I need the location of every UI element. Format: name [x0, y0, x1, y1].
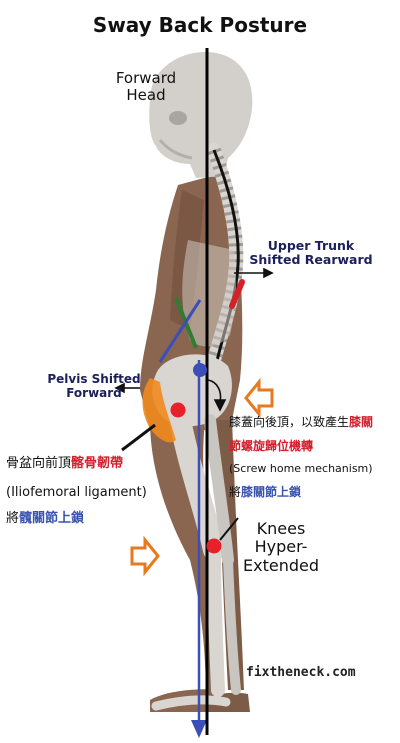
right-note-line1: 膝蓋向後頂，以致產生膝關 [229, 415, 374, 430]
forward-head-label: Forward Head [106, 69, 186, 105]
left-note-line3-highlight: 髖關節上鎖 [19, 511, 85, 526]
page-title: Sway Back Posture [92, 13, 308, 37]
leader-lines [114, 267, 274, 541]
pelvis-label-line1: Pelvis Shifted [47, 372, 141, 386]
knees-label-line2: Hyper- [254, 537, 308, 557]
pelvis-label: Pelvis Shifted Forward [46, 372, 142, 401]
right-note-line3: (Screw home mechanism) [229, 462, 373, 475]
upper-trunk-label-line2: Shifted Rearward [249, 252, 373, 268]
pelvis-label-line2: Forward [66, 385, 122, 400]
left-note-line1-highlight: 髂骨韌帶 [71, 456, 124, 471]
hip-joint-dot [170, 402, 186, 418]
skull [149, 52, 253, 178]
knee-push-arrow-right [130, 535, 160, 577]
watermark-text: fixtheneck.com [246, 665, 356, 680]
left-note-line3-plain: 將 [6, 511, 20, 526]
upper-trunk-label: Upper Trunk Shifted Rearward [248, 238, 374, 268]
right-note-line4-highlight: 膝關節上鎖 [241, 485, 302, 499]
knee-joint-dot [206, 538, 222, 554]
hip-flexor-blue [158, 299, 202, 363]
forward-head-label-line2: Head [126, 86, 166, 105]
lumbar-dot [193, 363, 207, 377]
upper-back-muscle-red [229, 279, 245, 309]
right-note-line2: 節螺旋歸位機轉 [229, 439, 314, 453]
right-note-line1-highlight: 膝關 [349, 415, 374, 429]
leg-bones [151, 409, 241, 711]
left-note-line1-plain: 骨盆向前頂 [6, 456, 72, 471]
left-note-line2: (Iliofemoral ligament) [6, 485, 147, 500]
knees-label-line1: Knees [256, 519, 306, 538]
pelvis-push-arrow-left [244, 377, 274, 419]
right-note-line4-plain: 將 [229, 485, 242, 499]
right-note-line4: 將膝關節上鎖 [229, 485, 302, 500]
rib-cage [182, 240, 237, 347]
left-note-line1: 骨盆向前頂髂骨韌帶 [6, 456, 124, 472]
upper-trunk-label-line1: Upper Trunk [267, 238, 355, 253]
line-of-gravity [191, 360, 207, 738]
right-note-line1-plain: 膝蓋向後頂，以致產生 [229, 415, 350, 429]
knees-label: Knees Hyper- Extended [226, 519, 336, 575]
left-note-line3: 將髖關節上鎖 [6, 511, 85, 527]
knees-label-line3: Extended [243, 555, 319, 575]
forward-head-label-line1: Forward [115, 69, 177, 87]
